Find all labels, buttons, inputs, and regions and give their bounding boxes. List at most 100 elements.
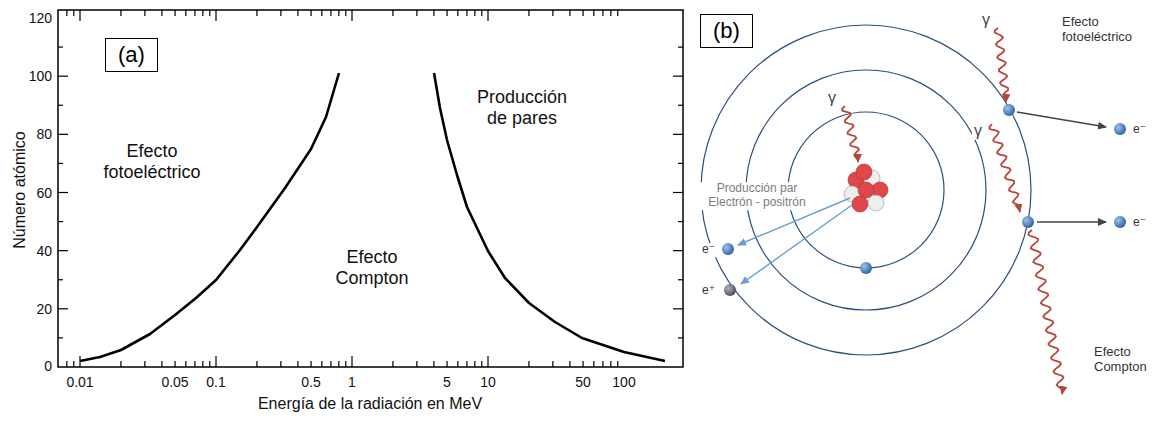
x-tick	[582, 10, 583, 16]
y-tick	[58, 76, 68, 77]
axis-tick-label: 80	[36, 126, 52, 142]
x-tick	[310, 10, 311, 16]
gamma-ray	[842, 106, 859, 162]
x-tick	[73, 361, 74, 367]
y-tick	[678, 221, 683, 222]
y-tick	[58, 279, 63, 280]
x-tick	[215, 356, 216, 367]
x-tick	[209, 361, 210, 367]
y-tick	[673, 250, 683, 251]
axis-title: Número atómico	[11, 131, 29, 248]
x-tick	[392, 361, 393, 367]
y-tick	[58, 46, 63, 47]
x-tick	[194, 10, 195, 16]
x-tick	[330, 361, 331, 367]
electron	[1022, 216, 1034, 228]
x-tick	[528, 10, 529, 16]
panel-tag: (b)	[713, 18, 740, 43]
x-tick	[457, 10, 458, 16]
region-label: Producción de pares	[467, 87, 577, 128]
region-label: Efecto fotoeléctrico	[87, 141, 217, 182]
photoelectric-boundary	[80, 73, 339, 361]
positron-path	[741, 205, 852, 284]
x-tick	[610, 10, 611, 16]
y-tick	[58, 134, 68, 135]
y-tick	[58, 163, 63, 164]
x-tick	[73, 10, 74, 16]
x-tick	[582, 361, 583, 367]
x-tick	[351, 10, 352, 21]
electron-path	[1037, 221, 1106, 223]
axis-tick-label: 60	[36, 185, 52, 201]
x-tick	[528, 361, 529, 367]
axis-tick-label: 0.05	[161, 374, 188, 390]
x-tick	[416, 361, 417, 367]
x-tick	[487, 10, 488, 21]
x-tick	[345, 10, 346, 16]
proton	[852, 196, 868, 212]
x-tick	[617, 10, 618, 16]
x-tick	[457, 361, 458, 367]
x-tick	[466, 10, 467, 16]
axis-title: Energía de la radiación en MeV	[258, 395, 482, 413]
x-tick	[174, 361, 175, 367]
axis-tick-label: 40	[36, 243, 52, 259]
x-tick	[446, 10, 447, 16]
panel-tag-box: (b)	[700, 14, 753, 48]
axis-ticks	[58, 10, 683, 367]
y-tick	[673, 308, 683, 309]
x-tick	[185, 361, 186, 367]
electron	[722, 243, 734, 255]
x-tick	[466, 361, 467, 367]
x-tick	[345, 361, 346, 367]
electron	[1003, 104, 1015, 116]
x-tick	[144, 361, 145, 367]
x-tick	[66, 10, 67, 16]
x-tick	[617, 361, 618, 367]
x-tick	[481, 10, 482, 16]
proton	[858, 182, 874, 198]
x-tick	[392, 10, 393, 16]
electron	[1114, 216, 1126, 228]
plot-frame	[58, 10, 683, 367]
x-tick	[552, 10, 553, 16]
x-tick	[310, 361, 311, 367]
x-tick	[474, 10, 475, 16]
x-tick	[256, 361, 257, 367]
x-tick	[144, 10, 145, 16]
electron-path	[1017, 112, 1106, 127]
x-tick	[330, 10, 331, 16]
x-tick	[433, 10, 434, 16]
positron	[724, 284, 736, 296]
x-tick	[79, 10, 80, 21]
x-tick	[202, 10, 203, 16]
y-tick	[58, 221, 63, 222]
x-tick	[256, 10, 257, 16]
particle-label: e⁻	[700, 243, 717, 257]
x-tick	[202, 361, 203, 367]
gamma-ray	[1028, 230, 1063, 394]
x-tick	[209, 10, 210, 16]
gamma-ray	[995, 28, 1009, 102]
y-tick	[673, 192, 683, 193]
gamma-symbol: γ	[980, 11, 992, 29]
gamma-rays	[842, 28, 1063, 394]
x-tick	[185, 10, 186, 16]
gamma-ray	[990, 124, 1021, 212]
x-tick	[120, 10, 121, 16]
x-tick	[446, 361, 447, 367]
y-tick	[58, 308, 68, 309]
axis-tick-label: 0.5	[301, 374, 320, 390]
x-tick	[321, 10, 322, 16]
particle-label: e⁺	[700, 284, 717, 298]
proton	[856, 164, 872, 180]
x-tick	[297, 361, 298, 367]
x-tick	[194, 361, 195, 367]
axis-tick-label: 120	[29, 10, 52, 26]
axis-tick-label: 100	[612, 374, 635, 390]
y-tick	[58, 105, 63, 106]
pair-boundary	[434, 73, 665, 361]
x-tick	[174, 10, 175, 16]
particle-label: e⁻	[1131, 216, 1148, 230]
